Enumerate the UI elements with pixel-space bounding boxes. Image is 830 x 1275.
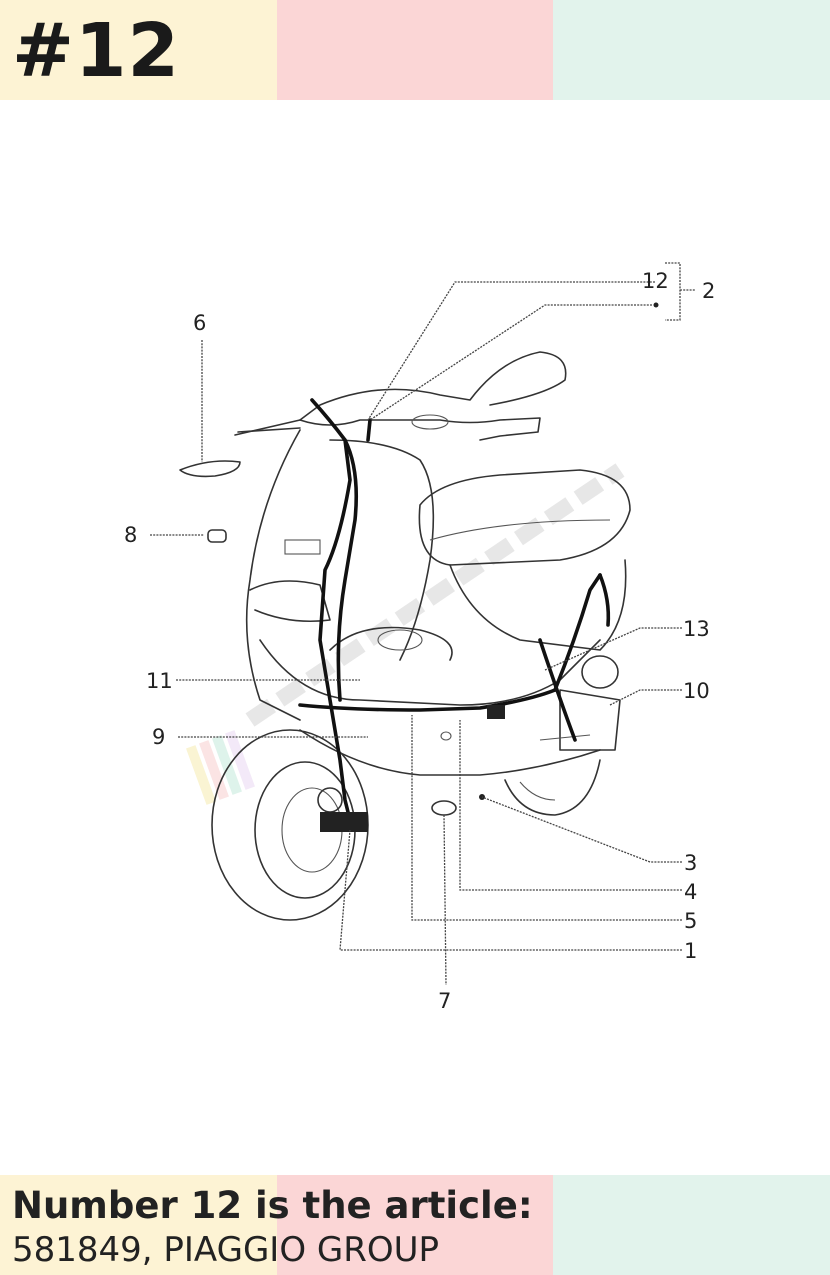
callout-13: 13 (683, 617, 710, 641)
callout-4: 4 (684, 880, 697, 904)
header-band-yellow (0, 0, 277, 100)
footer-band-yellow (0, 1175, 277, 1275)
article-caption: Number 12 is the article: 581849, PIAGGI… (12, 1183, 533, 1271)
callout-6: 6 (193, 311, 206, 335)
watermark-logo (186, 463, 625, 805)
header-band-pink (276, 0, 554, 100)
callout-labels: 12 2 6 8 13 11 10 9 3 4 5 1 7 (124, 269, 715, 1013)
callout-3: 3 (684, 851, 697, 875)
callout-1: 1 (684, 939, 697, 963)
callout-9: 9 (152, 725, 165, 749)
callout-11: 11 (146, 669, 173, 693)
part-9-connector (440, 731, 452, 741)
part-12-dot (653, 302, 659, 308)
caption-heading: Number 12 is the article: (12, 1184, 533, 1227)
callout-7: 7 (438, 989, 451, 1013)
footer-band-mint (553, 1175, 830, 1275)
rear-wheel (504, 759, 601, 816)
header-band (0, 0, 830, 100)
callout-5: 5 (684, 909, 697, 933)
leader-lines (150, 262, 695, 986)
header-band-mint (553, 0, 830, 100)
callout-10: 10 (683, 679, 710, 703)
callout-12: 12 (642, 269, 669, 293)
footer-band-pink (276, 1175, 554, 1275)
wiring-harness (298, 398, 611, 832)
caption-article-number: 581849, PIAGGIO GROUP (12, 1230, 440, 1270)
callout-8: 8 (124, 523, 137, 547)
scooter-body (234, 351, 631, 776)
part-7 (431, 800, 457, 816)
page-title: #12 (12, 8, 180, 94)
small-parts (179, 302, 659, 816)
footer-band (0, 1175, 830, 1275)
scooter-wiring-diagram: 12 2 6 8 13 11 10 9 3 4 5 1 7 (124, 262, 715, 1013)
part-6 (179, 460, 241, 478)
callout-2: 2 (702, 279, 715, 303)
part-8 (207, 529, 227, 543)
